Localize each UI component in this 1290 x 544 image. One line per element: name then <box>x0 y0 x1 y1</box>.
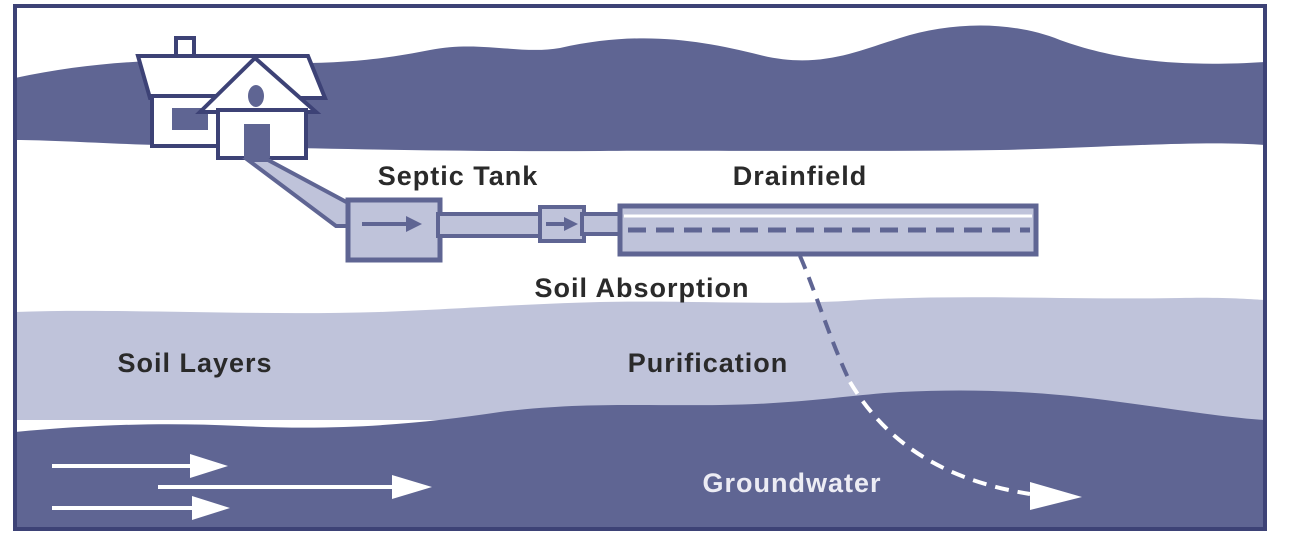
diagram-frame <box>13 4 1267 531</box>
soil-absorption-label: Soil Absorption <box>535 273 750 303</box>
drainfield-feed-pipe <box>580 212 624 236</box>
effluent-path-groundwater <box>848 380 1031 496</box>
soil-layers-label: Soil Layers <box>117 348 272 378</box>
groundwater-flow-arrow-2 <box>158 475 432 499</box>
effluent-arrowhead <box>1030 482 1082 510</box>
groundwater-label: Groundwater <box>702 468 881 498</box>
house-icon <box>135 36 328 160</box>
purification-label: Purification <box>628 348 789 378</box>
septic-tank-label: Septic Tank <box>378 161 539 191</box>
groundwater-flow-arrow-1 <box>52 454 228 478</box>
septic-tank-flow-arrow <box>362 216 422 232</box>
hills-band <box>15 25 1265 152</box>
drainfield-label: Drainfield <box>733 161 868 191</box>
front-door <box>244 124 270 158</box>
outlet-pipe <box>436 212 544 238</box>
effluent-path <box>798 255 852 383</box>
groundwater-flow-arrow-3 <box>52 496 230 520</box>
distribution-flow-arrow <box>546 217 578 231</box>
attic-window <box>248 85 264 107</box>
septic-tank <box>345 197 443 263</box>
groundwater-band <box>15 390 1265 529</box>
soil-layers-band <box>15 297 1265 420</box>
